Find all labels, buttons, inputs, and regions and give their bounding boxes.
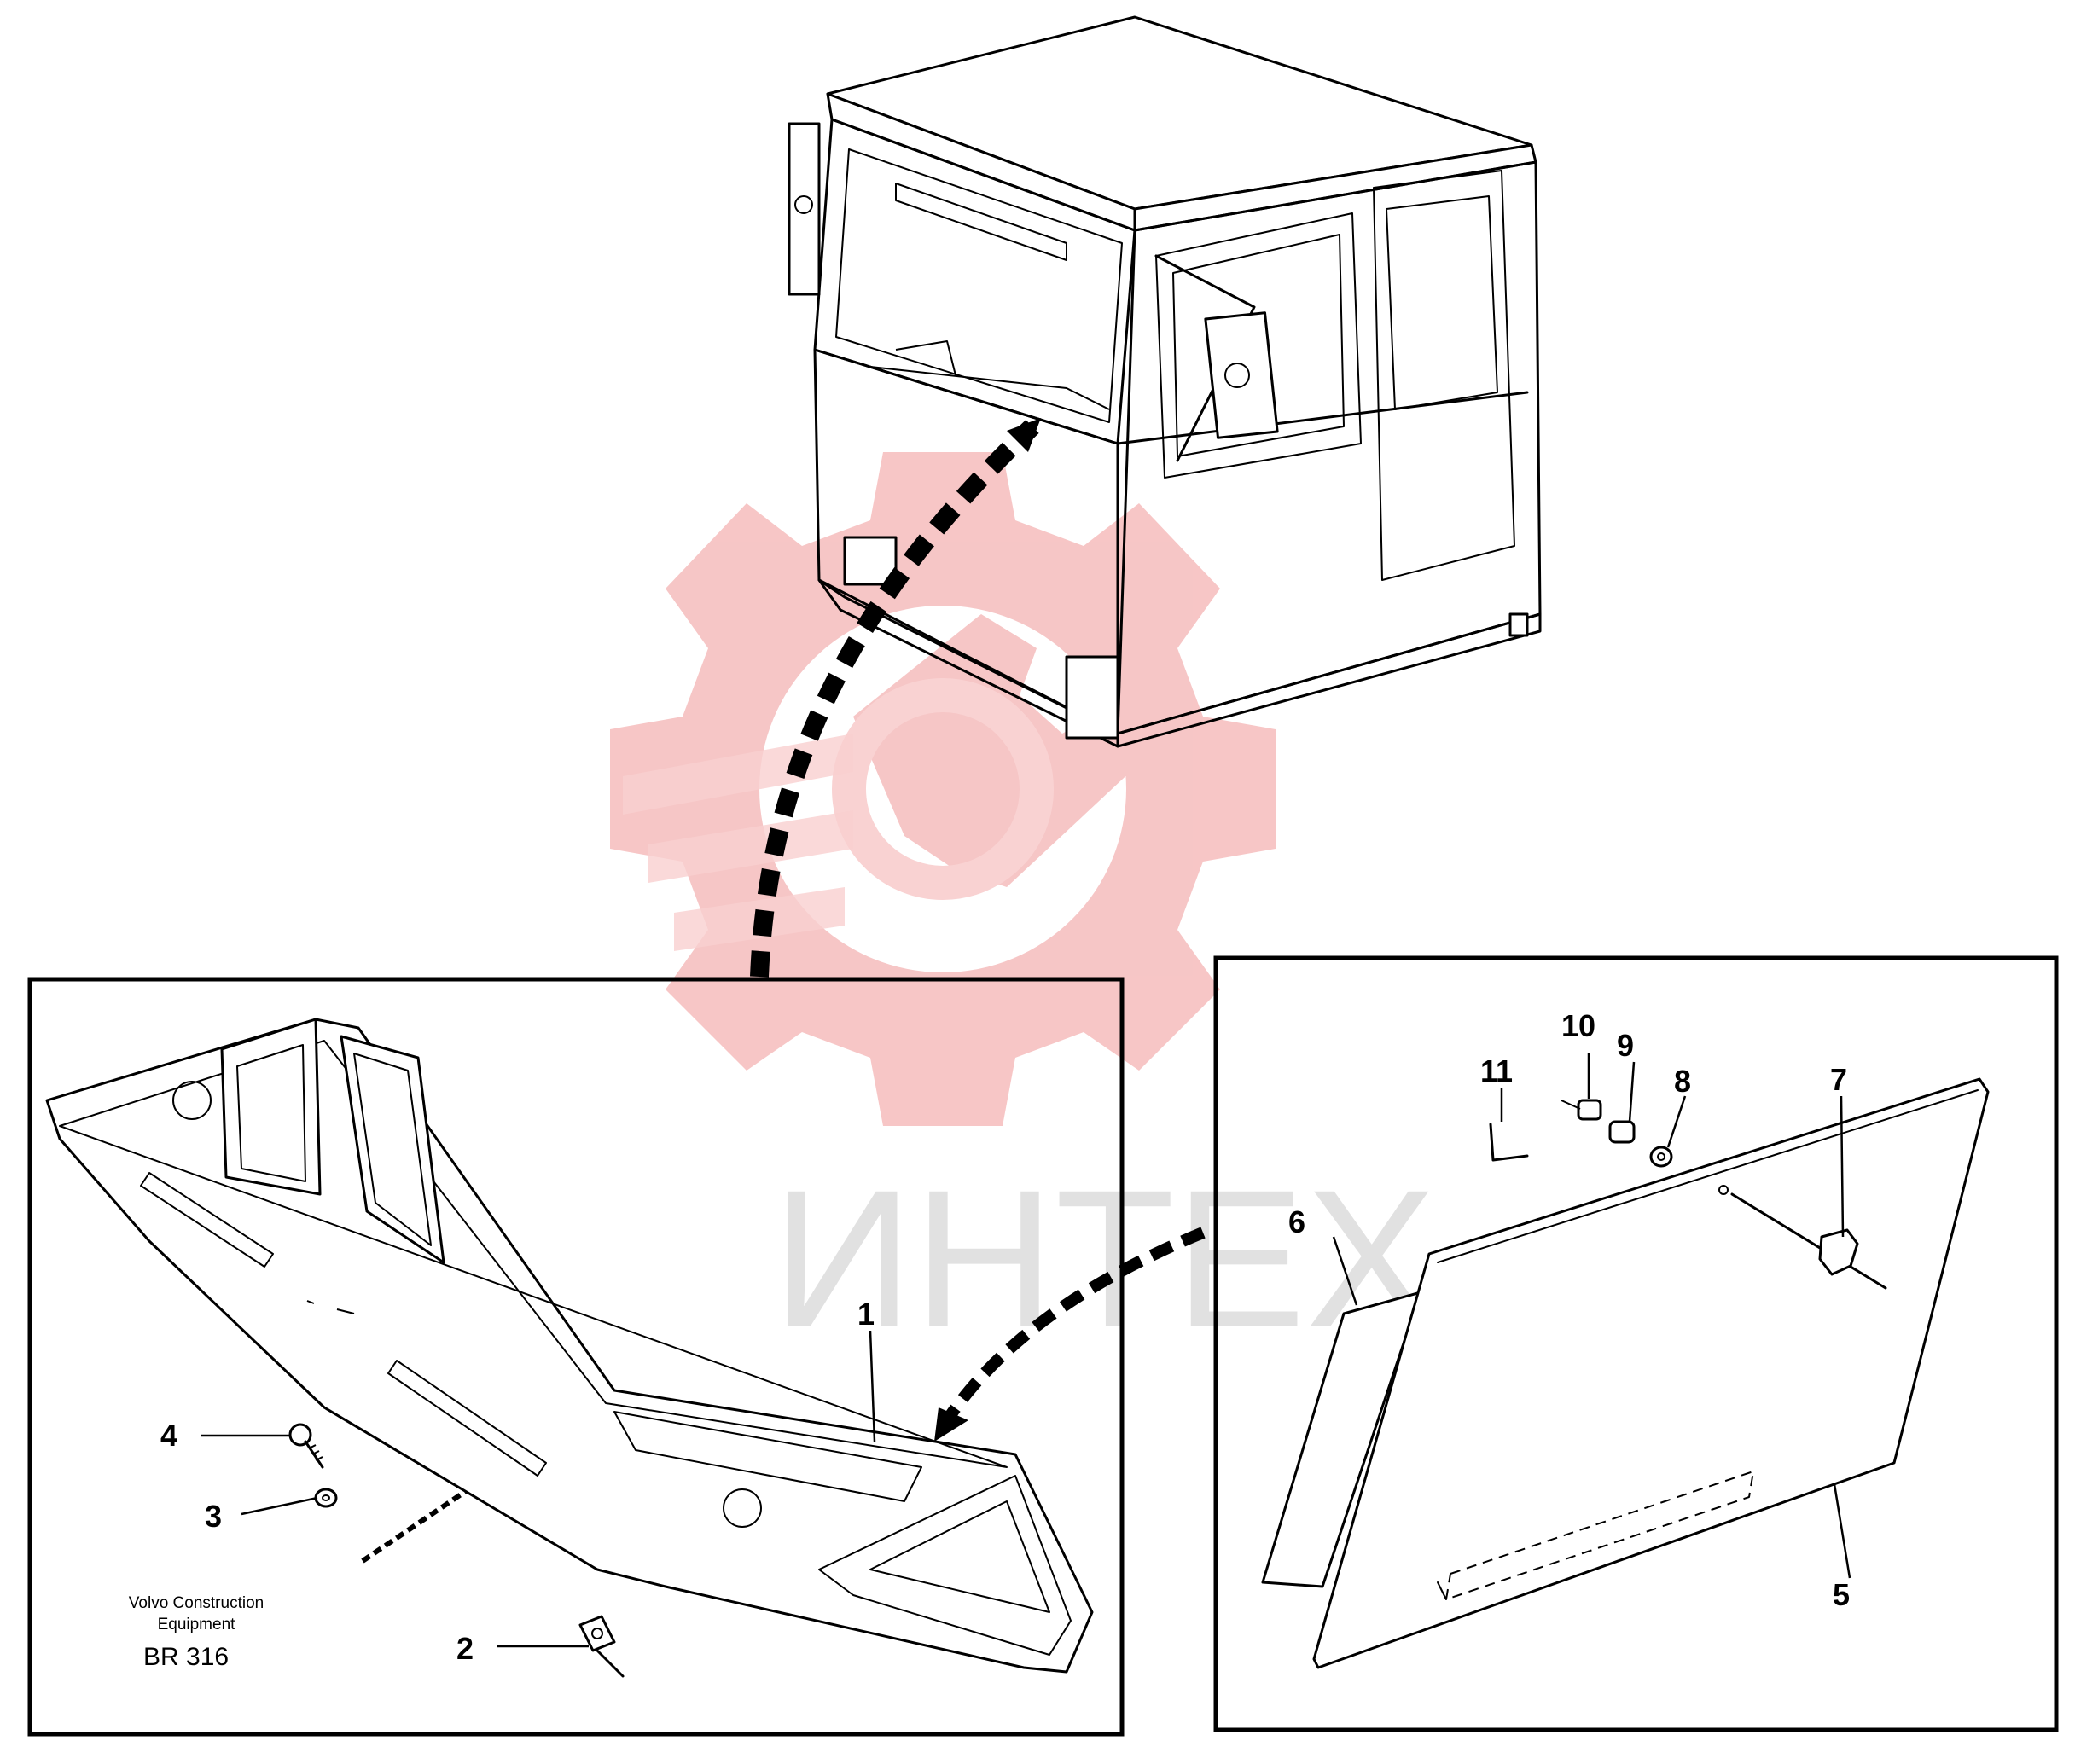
fastener-group-left: [288, 1423, 625, 1678]
clip-nut-icon: [578, 1615, 625, 1678]
glass-panel-part: [1261, 1077, 1990, 1669]
credit-line-1: Volvo Construction: [129, 1594, 264, 1612]
nut-icon: [1561, 1099, 1602, 1121]
callout-8: 8: [1674, 1064, 1691, 1099]
arrow-to-panel: [942, 1227, 1206, 1424]
credit-line-2: Equipment: [158, 1616, 236, 1633]
callout-9: 9: [1617, 1028, 1634, 1063]
callout-11: 11: [1480, 1053, 1513, 1088]
detail-frame-left: [27, 977, 1125, 1737]
watermark-gear-icon: [610, 452, 1276, 1126]
watermark: ИНТЕХ: [610, 452, 1437, 1368]
washer-icon: [314, 1488, 338, 1508]
cab-assembly: [788, 15, 1542, 748]
callout-3: 3: [205, 1499, 222, 1534]
watermark-text: ИНТЕХ: [772, 1149, 1437, 1368]
detail-frame-right: [1213, 955, 2059, 1732]
arrow-to-panel-head: [934, 1407, 968, 1442]
callout-6: 6: [1288, 1204, 1305, 1239]
callout-1: 1: [857, 1297, 875, 1332]
callouts-right: 6 5 7 8 9 10 11: [1288, 1008, 1851, 1612]
callout-10: 10: [1561, 1008, 1595, 1043]
callout-7: 7: [1830, 1062, 1847, 1097]
arrow-to-cab-head: [1007, 418, 1041, 452]
spacer-icon: [1608, 1120, 1636, 1144]
callout-2: 2: [456, 1631, 474, 1666]
fastener-group-right: [1489, 1099, 1887, 1290]
dash-panel-part: [45, 1018, 1094, 1674]
pin-icon: [1489, 1123, 1529, 1162]
document-number: BR 316: [143, 1643, 229, 1671]
screw-icon: [288, 1423, 324, 1469]
reference-arrows: [361, 418, 1206, 1564]
callout-4: 4: [160, 1418, 177, 1453]
credit-block: Volvo Construction Equipment BR 316: [129, 1594, 264, 1671]
knob-icon: [1718, 1185, 1887, 1290]
arrow-to-cab: [750, 420, 1039, 978]
callout-5: 5: [1833, 1577, 1850, 1612]
washer-icon: [1649, 1146, 1673, 1168]
callouts-left: 1 2 3 4: [160, 1297, 876, 1666]
